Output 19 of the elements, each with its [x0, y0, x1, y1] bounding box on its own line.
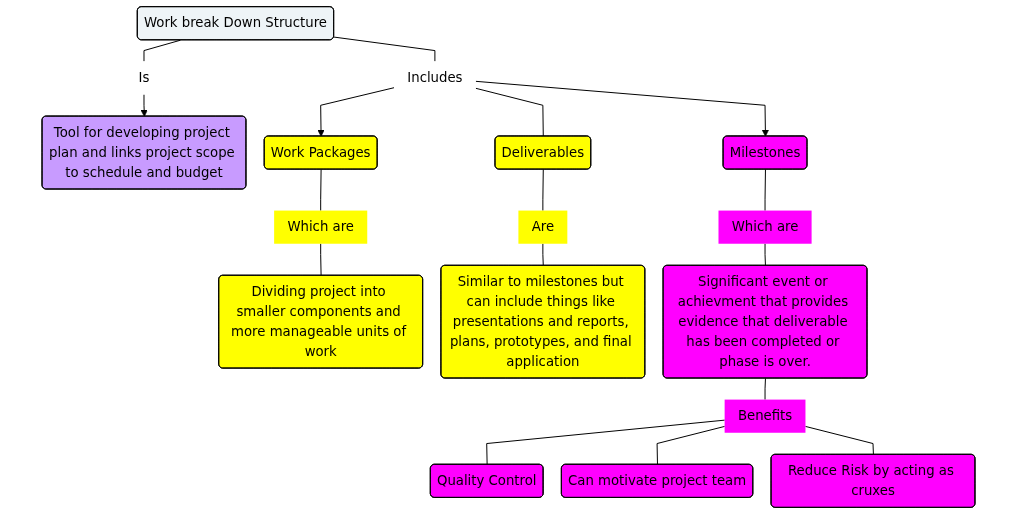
node-box: Which are: [274, 210, 368, 244]
connector: [486, 419, 726, 466]
connector: [333, 36, 436, 62]
connector: [764, 377, 766, 401]
connector: [320, 243, 322, 277]
connector: [656, 425, 726, 466]
node-text: Is: [138, 69, 150, 86]
node-box: Benefits: [724, 399, 806, 433]
connector: [320, 169, 322, 212]
connector: [475, 87, 544, 137]
connector: [542, 243, 544, 267]
connector: [542, 169, 544, 212]
connector: [804, 425, 874, 456]
node-box: Which are: [718, 210, 812, 244]
connector: [143, 39, 181, 62]
connector: [764, 169, 766, 212]
node-box: Are: [518, 210, 568, 244]
node-text: Includes: [407, 69, 463, 86]
connector: [764, 243, 766, 267]
